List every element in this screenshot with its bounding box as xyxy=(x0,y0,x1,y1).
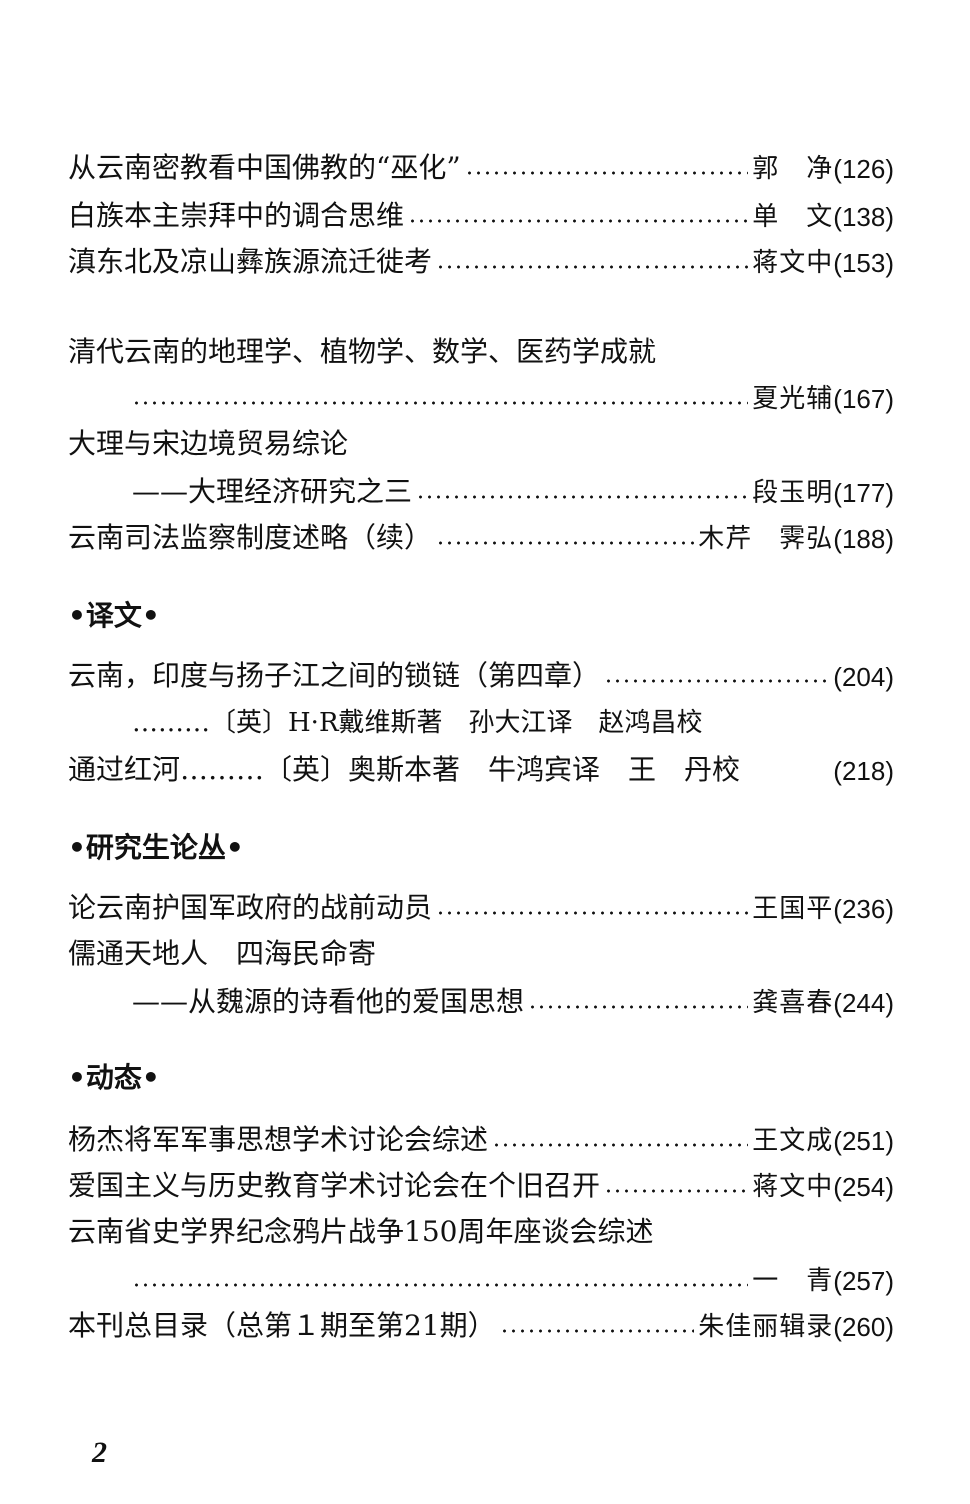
toc-entry: 云南司法监察制度述略（续） 木芹 霁弘 (188) xyxy=(68,508,894,554)
entry-author: 蒋文中 xyxy=(752,248,834,278)
entry-title: 滇东北及凉山彝族源流迁徙考 xyxy=(68,245,433,278)
entry-author: 一 青 xyxy=(752,1266,834,1296)
entry-title: 本刊总目录（总第１期至第21期） xyxy=(68,1309,496,1342)
leader-dots xyxy=(436,264,749,270)
leader-dots xyxy=(604,678,830,684)
spacer xyxy=(744,772,829,778)
leader-dots xyxy=(528,1004,749,1010)
entry-title: 爱国主义与历史教育学术讨论会在个旧召开 xyxy=(68,1169,601,1202)
entry-page: (236) xyxy=(833,894,894,924)
toc-entry: 本刊总目录（总第１期至第21期） 朱佳丽辑录 (260) xyxy=(68,1296,894,1342)
entry-subtitle: ——大理经济研究之三 xyxy=(132,475,413,508)
entry-page: (188) xyxy=(833,524,894,554)
leader-dots xyxy=(492,1142,749,1148)
entry-title: 从云南密教看中国佛教的“巫化” xyxy=(68,151,461,184)
toc-entry: 爱国主义与历史教育学术讨论会在个旧召开 蒋文中 (254) xyxy=(68,1156,894,1202)
toc-entry: 从云南密教看中国佛教的“巫化” 郭 净 (126) xyxy=(68,138,894,184)
entry-title: 大理与宋边境贸易综论 xyxy=(68,427,349,460)
leader-dots xyxy=(132,1282,749,1288)
entry-page: (138) xyxy=(833,202,894,232)
entry-author: 郭 净 xyxy=(752,154,834,184)
entry-page: (204) xyxy=(833,662,894,692)
leader-dots xyxy=(408,218,749,224)
toc-entry-subtitle: ——大理经济研究之三 段玉明 (177) xyxy=(132,462,894,508)
toc-entry-title-only: 大理与宋边境贸易综论 xyxy=(68,414,894,458)
leader-dots xyxy=(464,170,749,176)
leader-dots xyxy=(132,400,749,406)
entry-page: (153) xyxy=(833,248,894,278)
entry-author: 朱佳丽辑录 xyxy=(698,1312,834,1342)
section-heading-translation: •译文• xyxy=(68,599,160,632)
entry-page: (126) xyxy=(833,154,894,184)
leader-dots xyxy=(499,1328,695,1334)
leader-dots xyxy=(604,1188,749,1194)
entry-page: (251) xyxy=(833,1126,894,1156)
entry-title: 清代云南的地理学、植物学、数学、医药学成就 xyxy=(68,335,657,368)
toc-entry-title-only: 儒通天地人 四海民命寄 xyxy=(68,924,894,968)
entry-author: 王国平 xyxy=(752,894,834,924)
entry-page: (260) xyxy=(833,1312,894,1342)
entry-title: 云南司法监察制度述略（续） xyxy=(68,521,433,554)
toc-entry: 通过红河………〔英〕奥斯本著 牛鸿宾译 王 丹校 (218) xyxy=(68,740,894,786)
section-heading-news: •动态• xyxy=(68,1061,160,1094)
entry-title: 云南省史学界纪念鸦片战争150周年座谈会综述 xyxy=(68,1215,654,1248)
entry-title: 论云南护国军政府的战前动员 xyxy=(68,891,433,924)
entry-page: (257) xyxy=(833,1266,894,1296)
page-number: 2 xyxy=(92,1436,107,1469)
toc-entry: 杨杰将军军事思想学术讨论会综述 王文成 (251) xyxy=(68,1110,894,1156)
entry-title: 杨杰将军军事思想学术讨论会综述 xyxy=(68,1123,489,1156)
toc-entry: 滇东北及凉山彝族源流迁徙考 蒋文中 (153) xyxy=(68,232,894,278)
entry-subtitle: ——从魏源的诗看他的爱国思想 xyxy=(132,985,525,1018)
section-heading-graduate: •研究生论丛• xyxy=(68,831,244,864)
entry-author: 木芹 霁弘 xyxy=(698,524,834,554)
toc-entry-title-only: 清代云南的地理学、植物学、数学、医药学成就 xyxy=(68,322,894,366)
entry-author: 段玉明 xyxy=(752,478,834,508)
entry-author: 夏光辅 xyxy=(752,384,834,414)
entry-title: 儒通天地人 四海民命寄 xyxy=(68,937,377,970)
toc-entry: 论云南护国军政府的战前动员 王国平 (236) xyxy=(68,878,894,924)
entry-title: 通过红河………〔英〕奥斯本著 牛鸿宾译 王 丹校 xyxy=(68,753,741,786)
entry-page: (244) xyxy=(833,988,894,1018)
toc-entry: 云南，印度与扬子江之间的锁链（第四章） (204) xyxy=(68,646,894,692)
entry-page: (254) xyxy=(833,1172,894,1202)
entry-author: 龚喜春 xyxy=(752,988,834,1018)
entry-page: (218) xyxy=(833,756,894,786)
toc-entry: 白族本主崇拜中的调合思维 单 文 (138) xyxy=(68,186,894,232)
leader-dots xyxy=(436,910,749,916)
toc-entry-continuation: 夏光辅 (167) xyxy=(68,368,894,412)
leader-dots xyxy=(416,494,749,500)
translation-credit: ………〔英〕H·R戴维斯著 孙大江译 赵鸿昌校 xyxy=(132,708,703,738)
entry-title: 白族本主崇拜中的调合思维 xyxy=(68,199,405,232)
entry-page: (177) xyxy=(833,478,894,508)
toc-entry-title-only: 云南省史学界纪念鸦片战争150周年座谈会综述 xyxy=(68,1202,894,1246)
entry-page: (167) xyxy=(833,384,894,414)
toc-entry-subtitle: ——从魏源的诗看他的爱国思想 龚喜春 (244) xyxy=(132,972,894,1018)
entry-title: 云南，印度与扬子江之间的锁链（第四章） xyxy=(68,659,601,692)
entry-author: 蒋文中 xyxy=(752,1172,834,1202)
entry-author: 王文成 xyxy=(752,1126,834,1156)
toc-entry-continuation: 一 青 (257) xyxy=(68,1250,894,1294)
leader-dots xyxy=(436,540,695,546)
entry-author: 单 文 xyxy=(752,202,834,232)
